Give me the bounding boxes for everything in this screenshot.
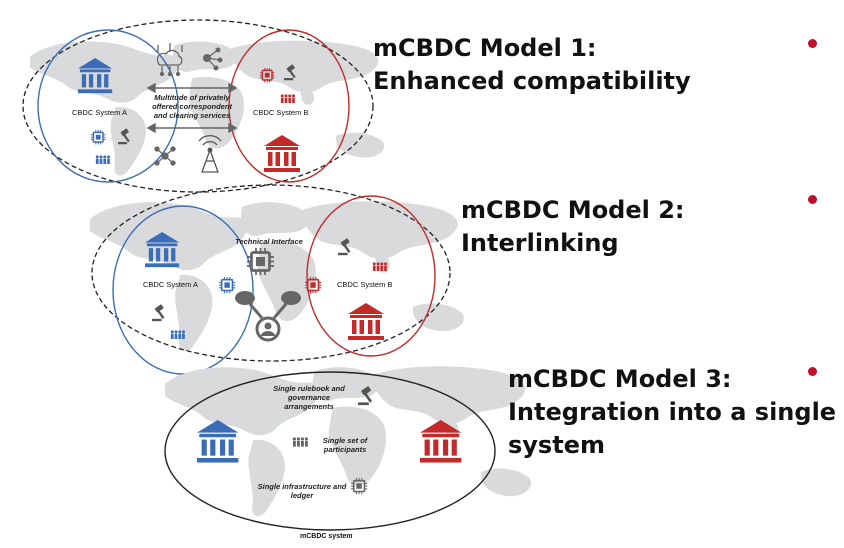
hub-icon bbox=[154, 146, 176, 166]
chip-icon bbox=[245, 246, 276, 277]
model2-title: mCBDC Model 2: Interlinking bbox=[461, 194, 685, 260]
system-b-ellipse bbox=[306, 195, 436, 357]
people-icon bbox=[292, 437, 308, 447]
model3-diagram bbox=[164, 366, 531, 531]
technical-interface-label: Technical Interface bbox=[235, 237, 303, 246]
antenna-icon bbox=[198, 135, 222, 173]
model1-title: mCBDC Model 1: Enhanced compatibility bbox=[373, 32, 691, 98]
services-label: Multitude of privately offered correspon… bbox=[152, 93, 232, 120]
system-a-ellipse bbox=[37, 29, 179, 183]
chip-icon bbox=[350, 477, 369, 496]
exchange-arrows bbox=[146, 82, 238, 134]
model3-title: mCBDC Model 3: Integration into a single… bbox=[508, 363, 836, 462]
cloud-network-icon bbox=[156, 43, 183, 77]
participants-label: Single set of participants bbox=[322, 436, 368, 454]
model1-diagram bbox=[22, 19, 385, 193]
gavel-icon bbox=[152, 304, 165, 322]
link-icon bbox=[235, 291, 301, 342]
model3-system-ellipse bbox=[164, 371, 496, 531]
bullet-marker bbox=[808, 195, 817, 204]
system-a-label: CBDC System A bbox=[143, 280, 199, 289]
system-b-label: CBDC System B bbox=[337, 280, 393, 289]
world-map bbox=[90, 201, 464, 352]
model1-title-line2: Enhanced compatibility bbox=[373, 67, 691, 95]
bullet-marker bbox=[808, 367, 817, 376]
people-icon bbox=[280, 94, 295, 103]
chip-icon bbox=[90, 129, 107, 146]
model1-title-line1: mCBDC Model 1: bbox=[373, 34, 597, 62]
mcbdc-system-label: mCBDC system bbox=[300, 533, 353, 540]
model2-title-line1: mCBDC Model 2: bbox=[461, 196, 685, 224]
bullet-marker bbox=[808, 39, 817, 48]
model3-title-line3: system bbox=[508, 431, 605, 459]
bank-icon bbox=[348, 303, 384, 340]
bank-icon bbox=[264, 135, 300, 172]
chip-icon bbox=[259, 67, 276, 84]
chip-icon bbox=[218, 276, 237, 295]
people-icon bbox=[95, 155, 110, 164]
system-a-label: CBDC System A bbox=[72, 108, 128, 117]
model3-title-line2: Integration into a single bbox=[508, 398, 837, 426]
infrastructure-label: Single infrastructure and ledger bbox=[257, 482, 347, 500]
bank-icon bbox=[197, 420, 239, 463]
model3-title-line1: mCBDC Model 3: bbox=[508, 365, 732, 393]
system-b-ellipse bbox=[228, 29, 350, 183]
rulebook-label: Single rulebook and governance arrangeme… bbox=[273, 384, 345, 411]
system-b-label: CBDC System B bbox=[253, 108, 309, 117]
share-icon bbox=[203, 47, 223, 71]
model2-outer-ellipse bbox=[91, 184, 451, 362]
model1-outer-ellipse bbox=[22, 19, 374, 193]
people-icon bbox=[170, 330, 185, 339]
chip-icon bbox=[304, 276, 323, 295]
model2-title-line2: Interlinking bbox=[461, 229, 619, 257]
